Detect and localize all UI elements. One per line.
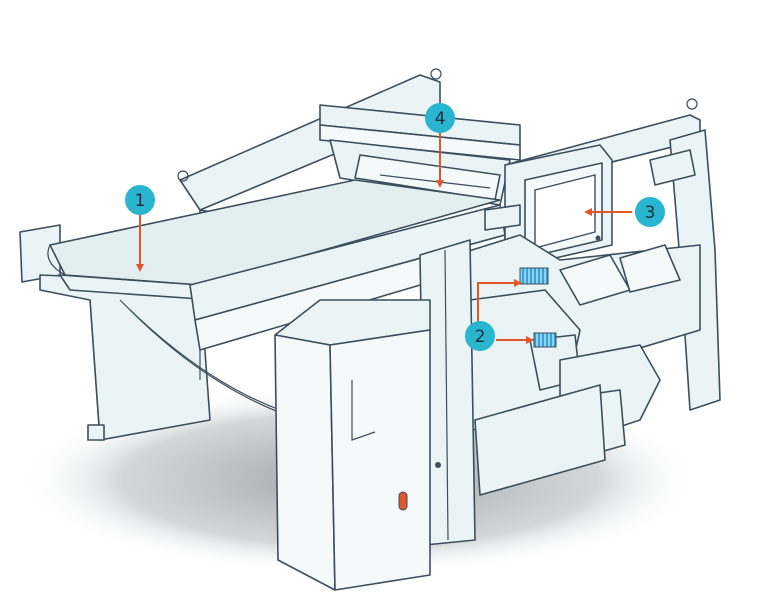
callout-4: 4 xyxy=(425,103,455,133)
callout-1-label: 1 xyxy=(135,191,146,211)
left-arm xyxy=(19,224,211,441)
callout-4-label: 4 xyxy=(435,109,446,129)
callout-arrows xyxy=(136,132,632,344)
callout-2-label: 2 xyxy=(475,327,486,347)
ejector-module xyxy=(419,234,701,546)
callout-3-label: 3 xyxy=(645,203,656,223)
conveyor-belt xyxy=(47,179,506,421)
callout-2: 2 xyxy=(465,321,495,351)
callout-1: 1 xyxy=(125,185,155,215)
control-screen xyxy=(484,144,613,266)
callout-3: 3 xyxy=(635,197,665,227)
top-beam xyxy=(319,104,521,206)
electrical-cabinet xyxy=(274,299,441,591)
